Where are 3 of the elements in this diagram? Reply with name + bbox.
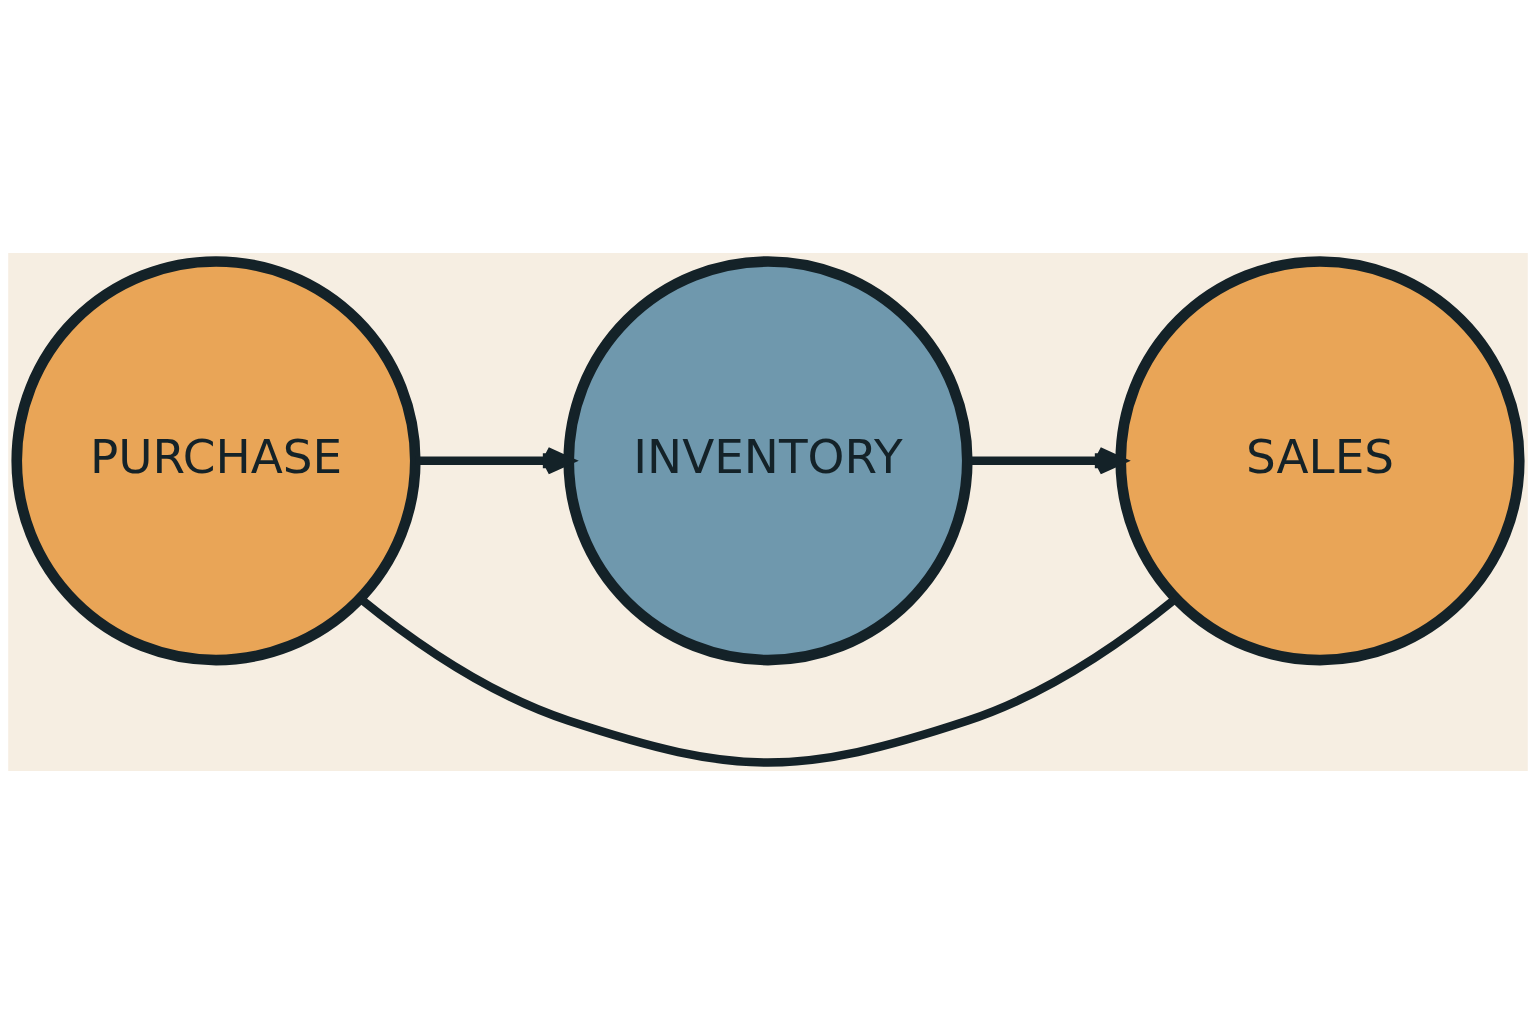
node-circle: INVENTORY	[563, 256, 973, 666]
node-circle: PURCHASE	[11, 256, 421, 666]
node-circle: SALES	[1115, 256, 1525, 666]
